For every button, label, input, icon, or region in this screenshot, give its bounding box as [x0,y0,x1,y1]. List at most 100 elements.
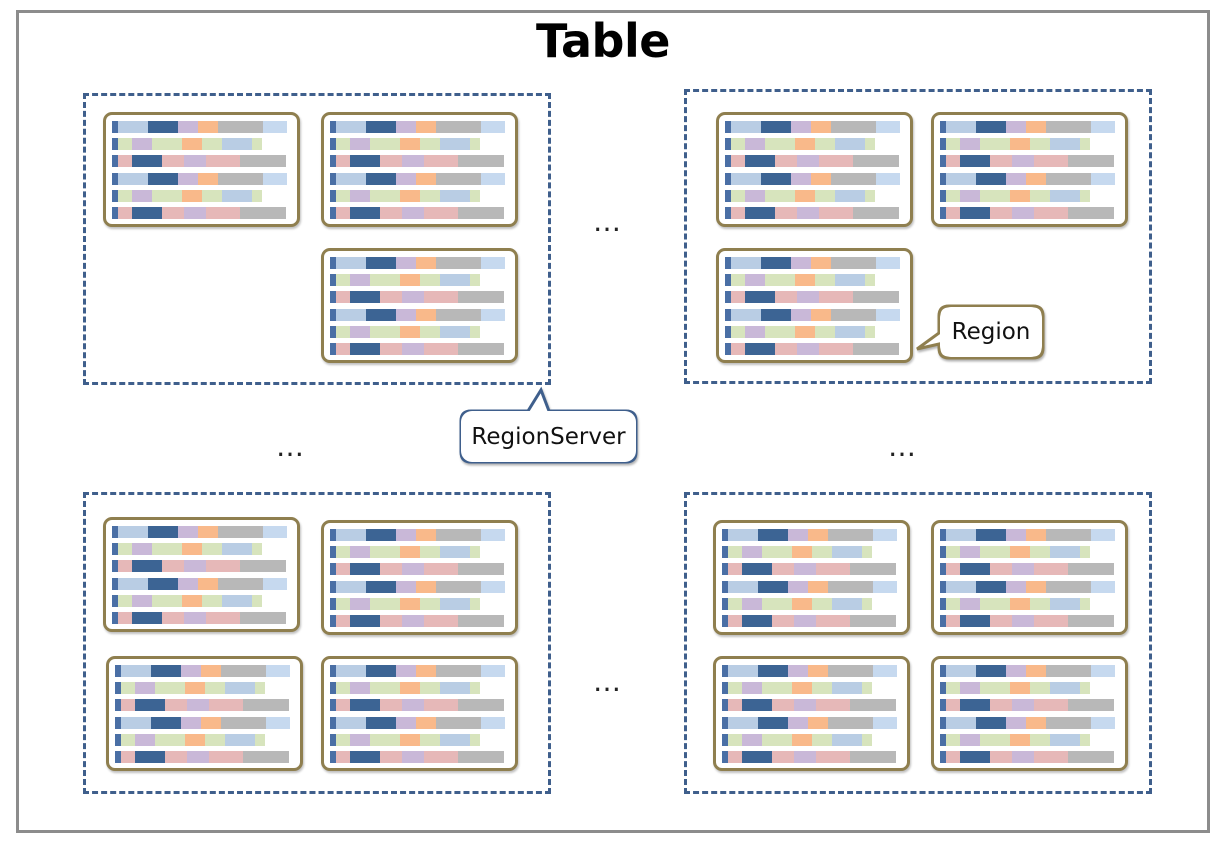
region-row-segment [853,207,899,219]
region-row-segment [765,189,795,202]
region-row-segment [728,682,742,695]
region-row-segment [1091,580,1115,593]
region-row-segment [1091,716,1115,729]
region-row-segment [436,580,481,593]
region-row-segment [1091,172,1115,185]
region-row-segment [728,733,742,746]
region-row-segment [808,580,828,593]
region-row-segment [132,138,152,151]
region-row-segment [202,543,222,556]
region-row-segment [819,343,853,355]
region-row-segment [470,597,480,610]
region-row-segment [1046,172,1091,185]
region-row-segment [132,612,162,624]
region-row-segment [960,138,980,151]
region-row-segment [481,580,505,593]
region-row-segment [330,615,336,627]
region-row-segment [458,615,504,627]
region-row-segment [835,325,865,338]
region-row-segment [819,291,853,304]
region-row-segment [1046,580,1091,593]
region-row-segment [722,665,728,677]
region-row-segment [132,155,162,168]
region-row-segment [181,665,201,677]
region-row-segment [728,546,742,559]
region-row-segment [330,308,336,321]
region-row-segment [440,546,470,559]
region-row-segment [812,597,832,610]
region-row-segment [336,682,350,695]
region-row-segment [980,733,1010,746]
region-row-segment [1012,615,1034,627]
region-row-segment [152,594,182,607]
region-row-segment [960,207,990,219]
region-row-segment [1068,615,1114,627]
region-row-segment [402,291,424,304]
region-row-segment [808,529,828,541]
region-row-segment [940,615,946,627]
region-row-segment [876,121,900,133]
region-row-segment [835,274,865,287]
region-row-segment [1034,615,1068,627]
region-row-segment [400,733,420,746]
region-row-segment [1012,207,1034,219]
region-row-segment [976,580,1006,593]
region-row-segment [758,665,788,677]
region-row-segment [722,751,728,763]
region-row-segment [118,155,132,168]
region-row-segment [380,291,402,304]
region-box [321,112,518,227]
region-row-segment [762,597,792,610]
region-row-segment [330,682,336,695]
region-row-segment [225,733,255,746]
region-row-segment [416,665,436,677]
region-row-segment [151,716,181,729]
region-row-segment [722,682,728,695]
region-row-segment [165,751,187,763]
region-row-segment [370,597,400,610]
region-row-segment [731,274,745,287]
region-row-segment [330,580,336,593]
region-row-segment [420,325,440,338]
region-row-segment [742,699,772,712]
region-row-segment [1006,580,1026,593]
region-row-segment [336,155,350,168]
region-row-segment [1026,172,1046,185]
region-row-segment [1050,682,1080,695]
region-row-segment [946,699,960,712]
region-row-segment [873,580,897,593]
region-row-segment [946,546,960,559]
region-row-segment [184,155,206,168]
region-row-segment [470,138,480,151]
region-row-segment [788,529,808,541]
region-row-segment [788,665,808,677]
region-row-segment [178,526,198,538]
region-row-segment [1046,529,1091,541]
regionserver-callout-label: RegionServer [461,411,636,462]
region-row-segment [162,612,184,624]
region-row-segment [960,155,990,168]
region-row-segment [792,682,812,695]
region-row-segment [745,155,775,168]
region-row-segment [436,257,481,269]
region-row-segment [946,529,976,541]
region-row-segment [940,546,946,559]
region-row-segment [336,716,366,729]
region-row-segment [201,665,221,677]
region-row-segment [330,733,336,746]
region-row-segment [731,121,761,133]
region-row-segment [728,751,742,763]
region-row-segment [198,526,218,538]
region-row-segment [336,274,350,287]
region-row-segment [350,597,370,610]
region-row-segment [112,155,118,168]
regionserver-box [684,492,1152,794]
region-row-segment [370,189,400,202]
region-row-segment [266,665,290,677]
region-row-segment [336,138,350,151]
region-row-segment [396,257,416,269]
region-row-segment [1030,733,1050,746]
region-row-segment [148,172,178,185]
region-row-segment [873,716,897,729]
region-row-segment [396,716,416,729]
